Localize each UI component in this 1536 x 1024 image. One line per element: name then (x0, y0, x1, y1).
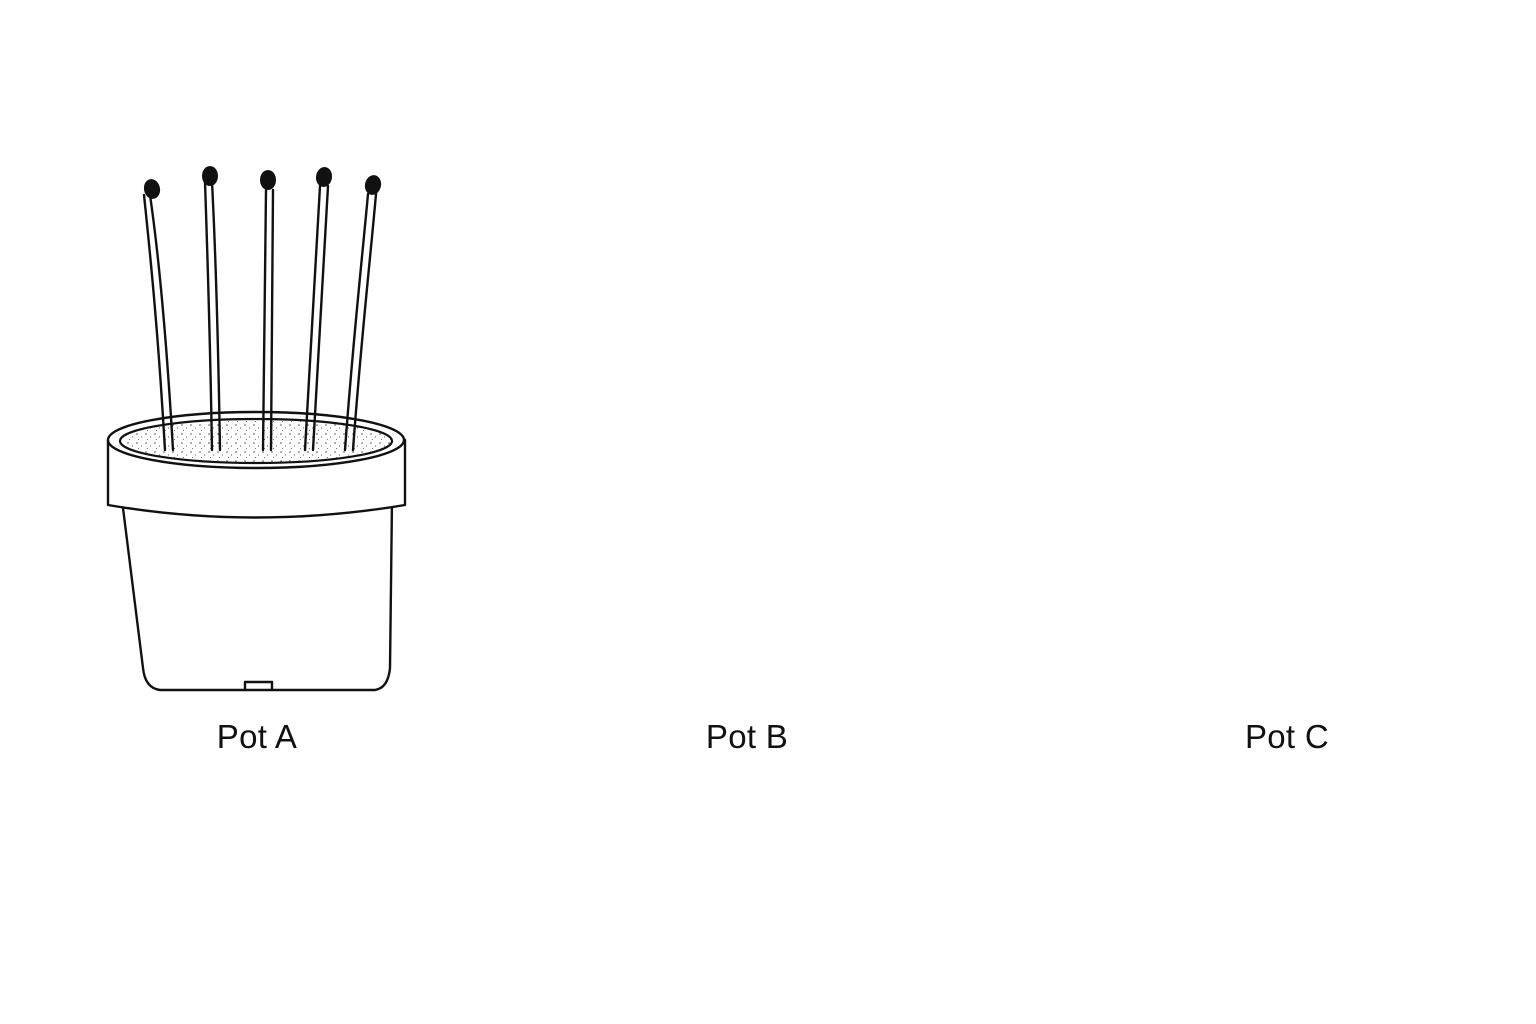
pot-a-body (106, 410, 407, 692)
pot-a-soil (118, 417, 394, 465)
pot-c-label: Pot C (1244, 718, 1330, 755)
pot-a (106, 166, 407, 692)
pot-a-seedling-1 (142, 179, 175, 452)
pot-a-seedling-2 (202, 166, 222, 452)
pot-a-label: Pot A (216, 718, 298, 755)
pot-a-seedlings (142, 166, 382, 452)
pot-b-label: Pot B (705, 718, 789, 755)
pot-a-seedling-5 (343, 175, 382, 452)
pot-a-seedling-3 (260, 170, 276, 452)
pot-a-seedling-4 (303, 167, 333, 452)
